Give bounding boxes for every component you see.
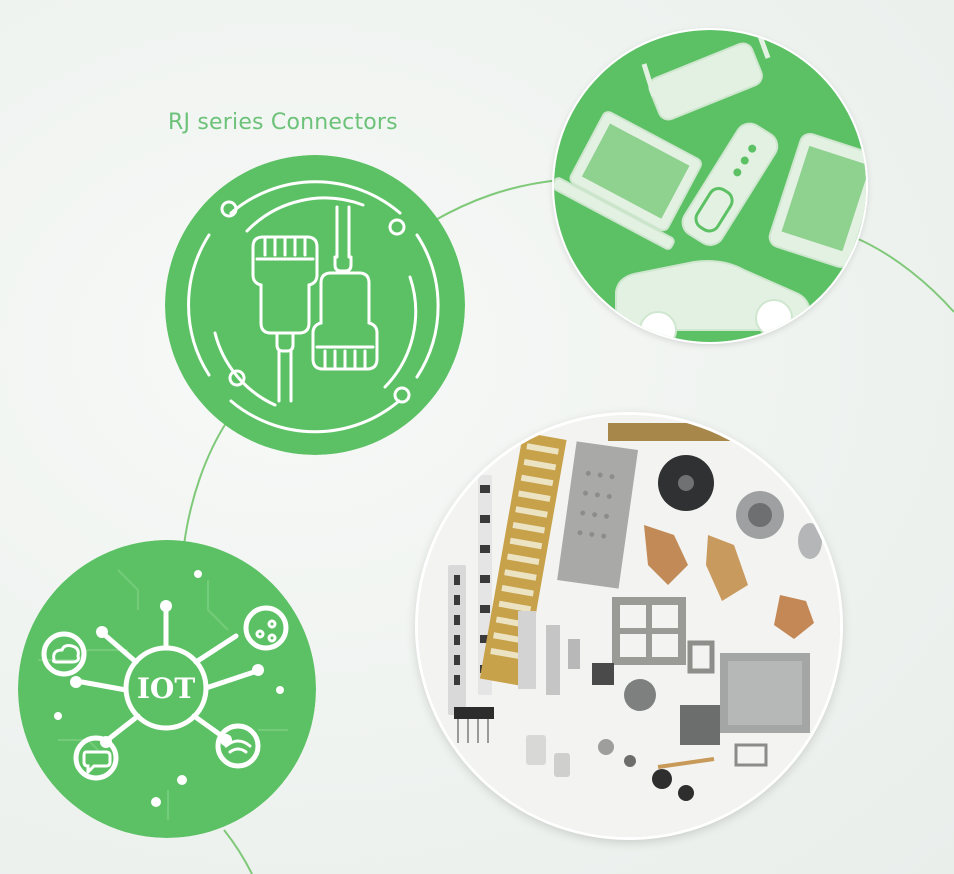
rj-connector-badge[interactable] <box>165 155 465 455</box>
components-photo-badge[interactable] <box>418 415 840 837</box>
iot-label: IOT <box>137 672 195 705</box>
smart-devices-illustration <box>554 30 866 342</box>
rj45-cable-pair-icon <box>165 155 465 455</box>
iot-network-icon: IOT <box>18 540 316 838</box>
page-title: RJ series Connectors <box>168 110 398 135</box>
smart-devices-badge[interactable] <box>554 30 866 342</box>
iot-badge[interactable]: IOT <box>18 540 316 838</box>
electronic-components-photo <box>418 415 840 837</box>
